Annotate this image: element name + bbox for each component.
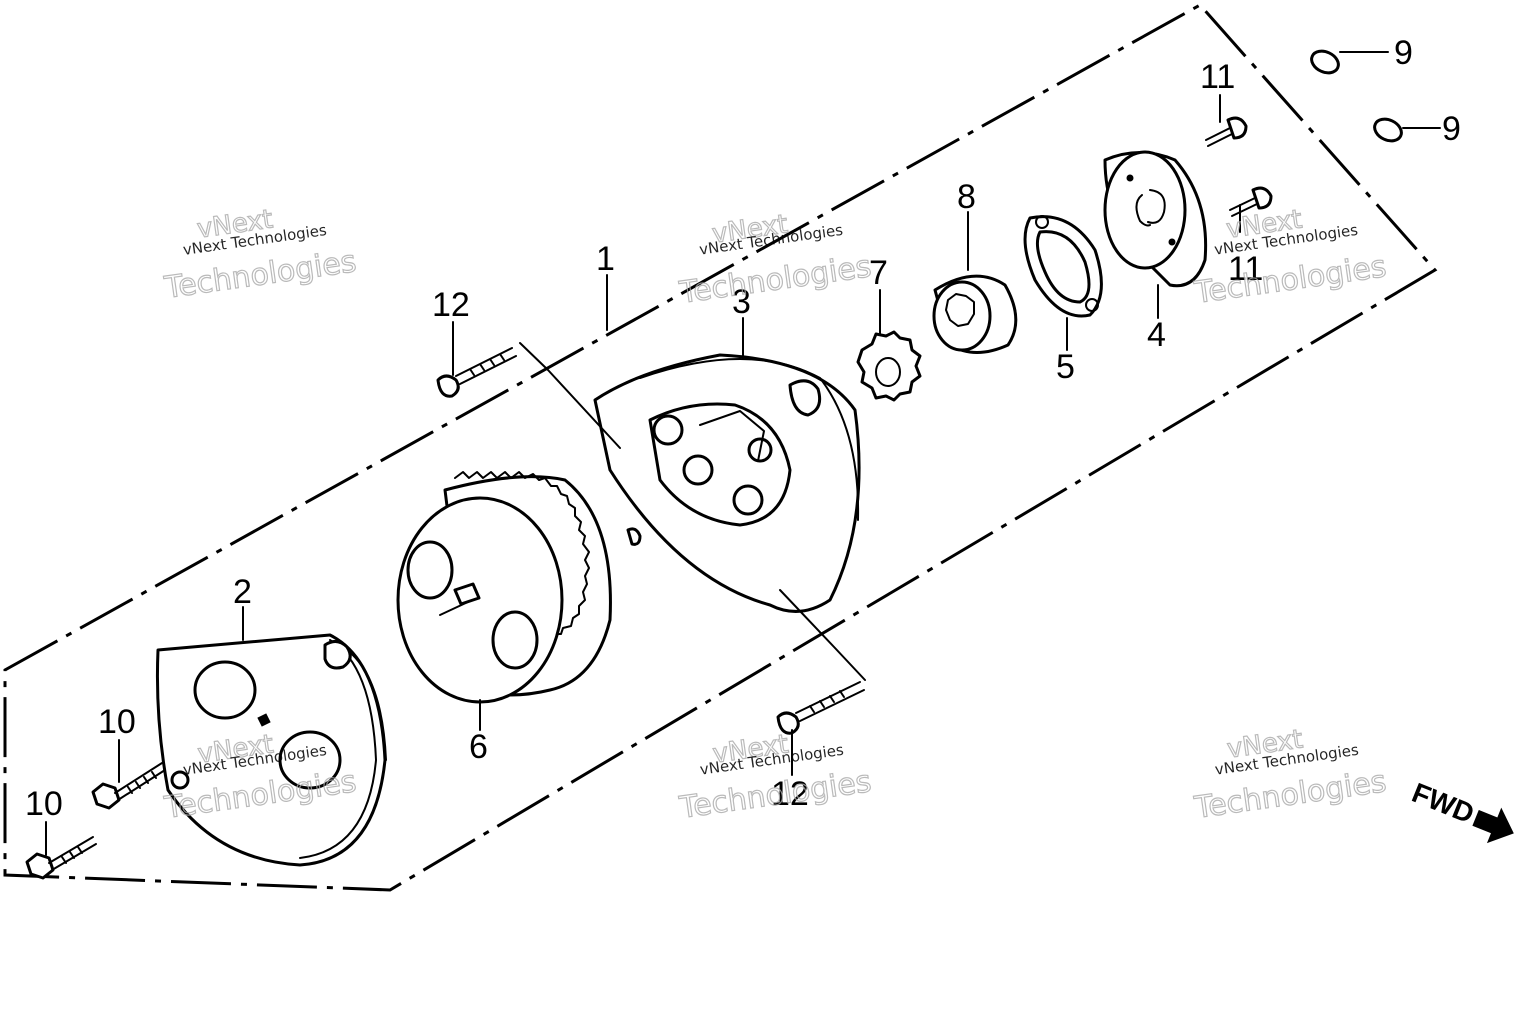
callout-11-lower: 11 xyxy=(1228,250,1263,288)
callout-9-upper: 9 xyxy=(1394,34,1413,72)
callout-12-upper: 12 xyxy=(432,286,470,324)
callout-12-lower: 12 xyxy=(771,775,809,813)
end-plate-part xyxy=(1103,150,1208,288)
svg-text:Technologies: Technologies xyxy=(677,249,874,311)
bolt-part xyxy=(25,116,1273,880)
callout-1: 1 xyxy=(596,240,615,278)
callout-10-upper: 10 xyxy=(98,703,136,741)
fwd-arrow-icon xyxy=(1472,807,1514,844)
screw-12-lower-guide xyxy=(779,589,866,681)
watermark-top-center: vNext vNext Technologies Technologies xyxy=(676,209,874,312)
watermark-bottom-right: vNext vNext Technologies Technologies xyxy=(1191,724,1389,827)
callout-6: 6 xyxy=(469,728,488,766)
callout-8: 8 xyxy=(957,178,976,216)
inner-rotor-part xyxy=(856,330,922,402)
outer-rotor-part xyxy=(932,274,1018,354)
watermark-top-left: vNext vNext Technologies Technologies xyxy=(161,204,359,307)
assembly-outline xyxy=(3,3,1438,892)
svg-text:Technologies: Technologies xyxy=(1192,249,1389,311)
callout-5: 5 xyxy=(1056,348,1075,386)
pump-cover-part xyxy=(155,633,387,867)
callout-7: 7 xyxy=(869,254,888,292)
gasket-part xyxy=(1023,215,1103,318)
forward-direction-indicator: FWD xyxy=(1408,777,1514,844)
driven-gear-part xyxy=(396,471,612,704)
leader-lines xyxy=(45,51,1441,856)
pump-body-part xyxy=(593,353,861,613)
o-ring-part xyxy=(1310,49,1403,143)
callout-4: 4 xyxy=(1147,316,1166,354)
fwd-label: FWD xyxy=(1408,777,1479,830)
watermark-bottom-center: vNext vNext Technologies Technologies xyxy=(676,729,874,827)
callout-2: 2 xyxy=(233,573,252,611)
screw-12-upper-guide xyxy=(519,342,621,449)
callout-10-lower: 10 xyxy=(25,785,63,823)
callout-3: 3 xyxy=(732,283,751,321)
callout-11-upper: 11 xyxy=(1200,58,1235,96)
callout-9-lower: 9 xyxy=(1442,110,1461,148)
watermark-top-right: vNext vNext Technologies Technologies xyxy=(1191,204,1389,312)
